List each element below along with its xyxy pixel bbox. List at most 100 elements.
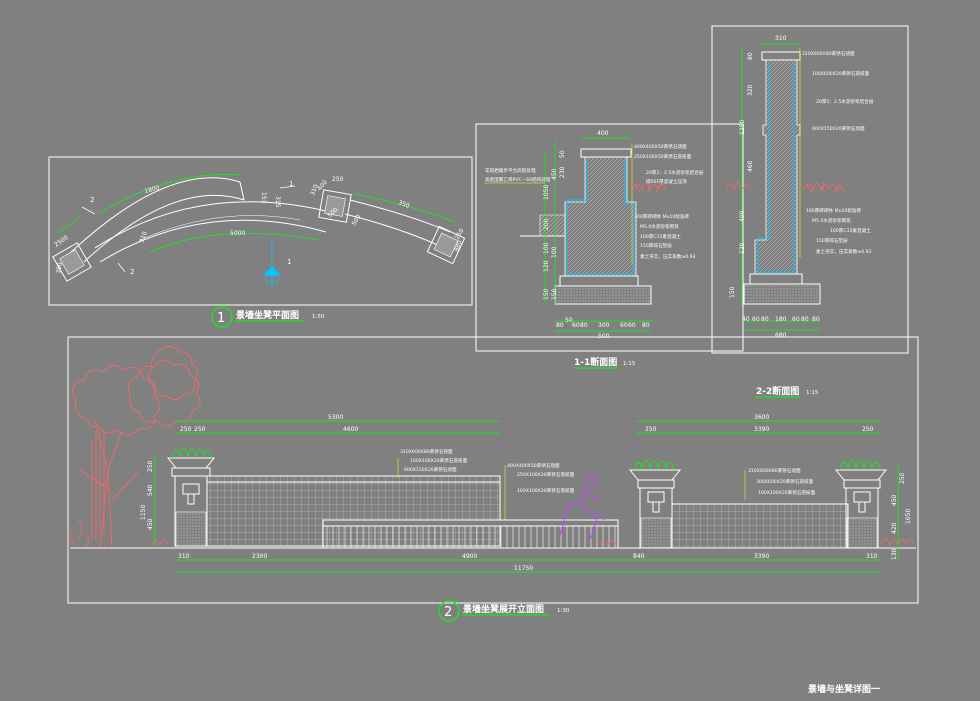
elev-bot-4: 3390	[754, 553, 769, 560]
section1-title-block: 1-1断面图 1:15	[573, 356, 636, 369]
s2-note-8: 素土夯实，压实系数≥0.93	[816, 248, 871, 255]
section2-body-outline	[754, 59, 801, 275]
section1-grass	[631, 181, 667, 193]
plan-end-left	[239, 181, 245, 201]
sheet-title: 景墙与坐凳详图一	[808, 683, 880, 695]
s2-bot-3: 180	[775, 316, 787, 323]
elev-note-c-0: 310X600X80黄锈石烧面	[748, 467, 801, 474]
section1-notes-left: 花岗岩踏步平台高程处理 高密度聚乙烯PVC—60结构处理	[484, 167, 551, 184]
s1-top-400: 400	[597, 130, 609, 137]
elevation-scale: 1:30	[557, 608, 570, 614]
plan-section-2b: 2	[130, 268, 134, 276]
s1-note-4: 300厚砖砌体 Mu10标准砖	[634, 213, 690, 220]
s2-left-dim-4: 400	[739, 210, 746, 222]
plan-frame	[48, 156, 473, 306]
s1-bot-6: 60	[628, 322, 636, 329]
north-arrow-icon	[264, 238, 280, 290]
elevation-right-dims: 250 450 1050 420 130	[891, 465, 912, 560]
plan-bench-outer-arc	[94, 201, 331, 249]
plan-dim-arc-bottom	[149, 232, 319, 253]
grass-left	[171, 447, 213, 459]
elev-right-2: 1050	[905, 509, 912, 524]
elevation-title-block: 2 景墙坐凳展开立面图 1:30	[438, 600, 570, 622]
s2-note-3: 600X150X20黄锈石烧面	[812, 125, 865, 132]
section1-footing-2	[554, 285, 652, 305]
s2-left-dim-3: 460	[747, 160, 754, 172]
s2-note-7: 150厚碎石垫层	[816, 237, 848, 244]
section1-scale: 1:15	[623, 361, 636, 367]
elev-left-3: 450	[147, 518, 154, 530]
elevation-number: 2	[444, 605, 452, 620]
section2-grass	[725, 181, 846, 193]
tree-illustration	[70, 346, 201, 550]
s2-bot-0: 40	[742, 316, 750, 323]
s1-note-8: 素土夯实，压实系数≥0.93	[640, 253, 695, 260]
elev-bot-3: 840	[633, 553, 645, 560]
s2-note-5: M5.0水泥砂浆砌筑	[812, 217, 851, 224]
s2-note-0: 310X600X80黄锈石烧面	[802, 50, 855, 57]
plan-wall-right-outer	[349, 199, 451, 233]
s2-note-6: 100厚C15素混凝土	[830, 227, 871, 234]
s2-note-1: 100X600X20黄锈石荔枝面	[812, 70, 870, 77]
elev-left-2: 1150	[140, 505, 147, 520]
section2-notes: 310X600X80黄锈石烧面 100X600X20黄锈石荔枝面 20厚1：2.…	[799, 48, 874, 258]
s1-bot-1: 50	[565, 317, 573, 324]
s2-left-dim-5: 120	[739, 242, 746, 254]
s2-left-dim-2: 1250	[739, 120, 746, 135]
s2-bot-5: 80	[801, 316, 809, 323]
section2-footing-2	[743, 283, 821, 305]
s2-top-dim: 310	[775, 35, 787, 42]
elev-dim-3390: 3390	[754, 426, 769, 433]
section2-blue-finish	[757, 62, 795, 273]
elev-dim-3600: 3600	[754, 414, 769, 421]
s1-bot-5: 60	[620, 322, 628, 329]
plan-pillar-left	[52, 242, 92, 282]
elev-left-1: 540	[147, 484, 154, 496]
s2-total: 680	[775, 332, 787, 339]
plan-title-block: 1 景墙坐凳平面图 1:50	[211, 306, 325, 328]
elev-note-c-2: 100X100X20黄锈石荔枝面	[758, 489, 816, 496]
elev-right-4: 130	[891, 548, 898, 560]
plan-dim-880: 880	[453, 239, 464, 252]
elev-note-b-2: 100X100X20黄锈石荔枝面	[517, 487, 575, 494]
plan-dim-380: 380	[55, 262, 64, 275]
elevation-notes-c: 310X600X80黄锈石烧面 300X600X20黄锈石荔枝面 100X100…	[744, 467, 816, 500]
s1-bot-7: 80	[642, 322, 650, 329]
s2-left-dim-1: 320	[747, 84, 754, 96]
s1-left-dim-5: 100	[543, 242, 550, 254]
grass-right	[839, 459, 881, 471]
plan-wall-outer-arc	[69, 177, 241, 254]
section1-blue-finish	[566, 159, 635, 275]
plan-pillar-right	[426, 225, 466, 265]
plan-dim-310: 310	[309, 183, 320, 196]
elevation-bottom-dims: 310 2300 4900 840 3390 310 11750	[176, 553, 882, 573]
bench-top	[322, 519, 619, 527]
plan-view: 1800 5000 153 315 250 310 350 500 250 25…	[48, 156, 473, 328]
section2-title-block: 2-2断面图 1:15	[755, 385, 819, 398]
elev-note-b-1: 250X100X20黄锈石荔枝面	[517, 471, 575, 478]
s2-left-dim-6: 150	[729, 286, 736, 298]
plan-dim-2500: 2500	[53, 234, 70, 249]
s1-note-3: 砌50F厚混凝土压顶	[646, 178, 687, 185]
elevation-left-dims: 250 540 1150 450	[140, 455, 156, 548]
plan-section-2a: 2	[90, 196, 94, 204]
plan-dim-arc-right	[354, 193, 456, 223]
s1-left-dim-1: 230	[559, 166, 566, 178]
s1-left-note-1: 高密度聚乙烯PVC—60结构处理	[485, 176, 551, 183]
plan-dim-500: 500	[351, 213, 363, 227]
person-figure-icon	[559, 474, 605, 541]
s1-note-7: 150厚碎石垫层	[640, 242, 672, 249]
elev-dim-250c: 250	[645, 426, 657, 433]
elevation-frame	[67, 336, 919, 604]
section1-notes-right: 400X400X50黄锈石烧面 250X100X50黄锈石荔枝面 20厚1：2.…	[631, 143, 704, 265]
plan-dim-1800: 1800	[144, 184, 161, 195]
plan-section-1b: 1	[287, 258, 291, 266]
s2-bot-4: 60	[792, 316, 800, 323]
wall-segment-2	[671, 503, 849, 549]
elev-bot-1: 2300	[252, 553, 267, 560]
grass-middle	[633, 459, 675, 471]
s2-bot-2: 80	[761, 316, 769, 323]
plan-dim-510: 510	[138, 230, 149, 243]
section2-frame	[711, 25, 909, 354]
